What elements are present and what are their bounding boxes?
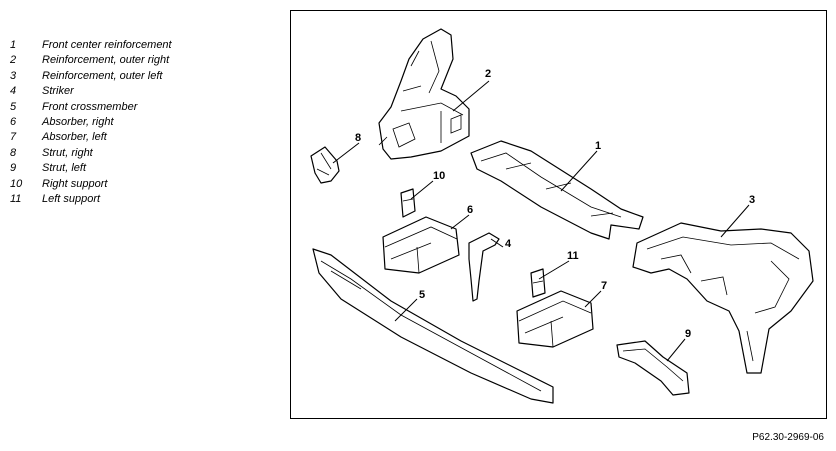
legend-number: 3 [10, 69, 17, 82]
legend-number: 1 [10, 39, 17, 51]
leader-2 [452, 80, 490, 112]
legend-item: 3 Reinforcement, outer left [10, 69, 172, 84]
legend-number: 10 [10, 177, 23, 190]
legend-label: Right support [42, 177, 108, 190]
legend-number: 6 [10, 115, 17, 128]
legend-item: 1 Front center reinforcement [10, 38, 172, 53]
callout-6: 6 [467, 204, 473, 216]
part-strut-left [616, 340, 690, 396]
legend-label: Absorber, right [42, 115, 114, 128]
part-right-support [400, 188, 416, 218]
diagram-canvas: 2 8 1 10 6 4 5 11 7 3 9 [310, 28, 814, 404]
part-left-support [530, 268, 546, 298]
legend-label: Absorber, left [42, 131, 107, 144]
legend-number: 5 [10, 100, 17, 113]
callout-5: 5 [419, 289, 425, 301]
legend-label: Strut, right [42, 146, 93, 159]
legend-number: 4 [10, 85, 17, 98]
legend-number: 7 [10, 131, 17, 144]
callout-4: 4 [505, 238, 512, 250]
exploded-diagram: 2 8 1 10 6 4 5 11 7 3 9 [290, 10, 827, 419]
leader-11 [538, 260, 570, 280]
legend-item: 2 Reinforcement, outer right [10, 53, 172, 68]
leader-7 [584, 290, 602, 308]
legend-item: 9 Strut, left [10, 161, 172, 176]
legend-label: Front crossmember [42, 100, 138, 113]
legend-number: 11 [10, 192, 22, 205]
part-strut-right [310, 146, 340, 184]
part-front-center-reinforcement [470, 140, 644, 240]
leader-5 [394, 298, 418, 322]
legend-label: Reinforcement, outer right [42, 54, 170, 67]
legend-item: 5 Front crossmember [10, 100, 172, 115]
part-reinforcement-outer-right [378, 28, 470, 160]
legend-item: 11 Left support [10, 192, 172, 207]
legend-item: 8 Strut, right [10, 146, 172, 161]
legend-label: Left support [42, 192, 101, 205]
part-absorber-right [382, 216, 460, 274]
callout-numbers: 2 8 1 10 6 4 5 11 7 3 9 [355, 68, 755, 340]
leader-10 [410, 180, 434, 200]
callout-2: 2 [485, 68, 491, 80]
part-striker [468, 232, 500, 302]
callout-10: 10 [433, 170, 445, 182]
part-front-crossmember [312, 248, 554, 404]
legend-item: 6 Absorber, right [10, 115, 172, 130]
legend-label: Front center reinforcement [42, 39, 172, 51]
legend-item: 7 Absorber, left [10, 130, 172, 145]
legend-number: 9 [10, 162, 17, 175]
legend-label: Reinforcement, outer left [42, 69, 163, 82]
legend-label: Strut, left [42, 162, 87, 175]
callout-8: 8 [355, 132, 361, 144]
part-reinforcement-outer-left [632, 222, 814, 374]
legend-item: 4 Striker [10, 84, 172, 99]
leader-6 [450, 214, 470, 230]
legend-number: 8 [10, 146, 17, 159]
leader-8 [332, 142, 360, 164]
legend-item: 10 Right support [10, 177, 172, 192]
legend-number: 2 [10, 54, 17, 67]
leader-1 [560, 150, 598, 192]
callout-3: 3 [749, 194, 755, 206]
leader-9 [666, 338, 686, 362]
leader-3 [720, 204, 750, 238]
callout-11: 11 [567, 250, 579, 262]
callout-7: 7 [601, 280, 607, 292]
leader-lines [332, 80, 750, 362]
callout-9: 9 [685, 328, 691, 340]
figure-reference-code: P62.30-2969-06 [752, 432, 824, 443]
part-absorber-left [516, 290, 594, 348]
legend-label: Striker [42, 85, 74, 98]
leader-4 [490, 238, 504, 248]
callout-1: 1 [595, 140, 601, 152]
